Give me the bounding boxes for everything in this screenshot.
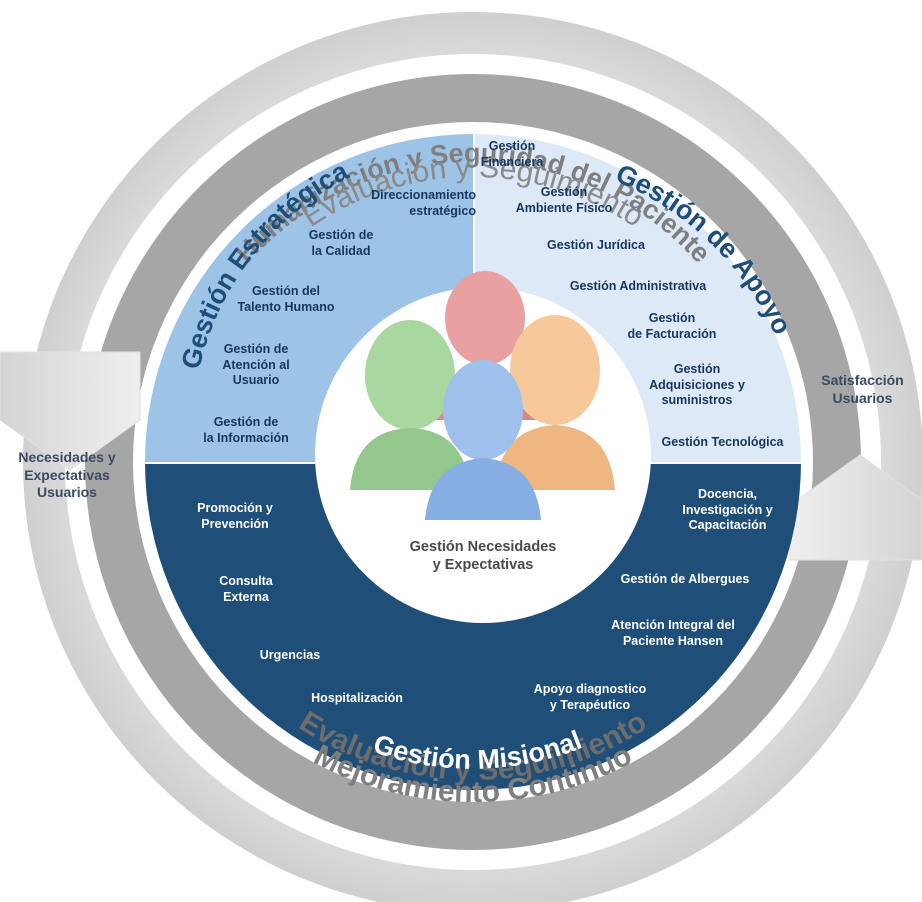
people-figures bbox=[350, 271, 615, 520]
green-person-icon bbox=[350, 320, 470, 490]
left-arrow bbox=[0, 351, 141, 471]
item-albergues: Gestión de Albergues bbox=[620, 572, 750, 586]
item-administrativa: Gestión Administrativa bbox=[569, 279, 707, 293]
left-arrow-label: Necesidades y Expectativas Usuarios bbox=[18, 449, 116, 500]
item-hospitalizacion: Hospitalización bbox=[311, 691, 403, 705]
item-urgencias: Urgencias bbox=[259, 648, 321, 662]
right-arrow bbox=[789, 454, 922, 561]
orange-person-icon bbox=[495, 315, 615, 490]
right-arrow-label: Satisfacción Usuarios bbox=[821, 372, 904, 406]
item-juridica: Gestión Jurídica bbox=[547, 238, 645, 252]
blue-person-icon bbox=[425, 360, 541, 520]
item-tecnologica: Gestión Tecnológica bbox=[661, 435, 784, 449]
